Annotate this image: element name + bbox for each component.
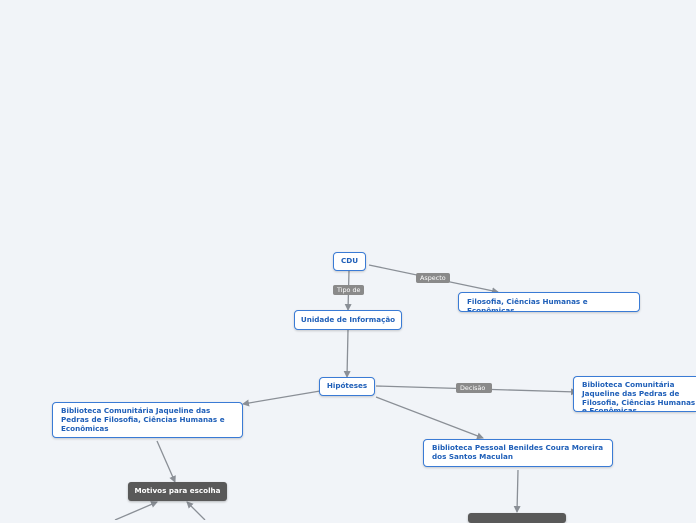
edge-hipoteses-jaqueline-left (242, 390, 321, 407)
node-jaqueline-right[interactable]: Biblioteca Comunitária Jaqueline das Ped… (573, 376, 696, 412)
edge-to-motivos-right (186, 501, 206, 520)
node-cdu[interactable]: CDU (333, 252, 366, 271)
node-bottom-partial[interactable] (468, 513, 566, 523)
edge-benildes-down (513, 469, 521, 513)
node-unidade-informacao[interactable]: Unidade de Informação (294, 310, 402, 330)
edge-to-motivos-left (114, 501, 158, 520)
node-jaqueline-left[interactable]: Biblioteca Comunitária Jaqueline das Ped… (52, 402, 243, 438)
node-hipoteses[interactable]: Hipóteses (319, 377, 375, 396)
edge-jaqueline-motivos (156, 440, 176, 483)
edge-label-decisao: Decisão (456, 383, 492, 393)
edge-unidade-hipoteses (343, 329, 351, 378)
edge-label-aspecto: Aspecto (416, 273, 450, 283)
node-motivos-escolha[interactable]: Motivos para escolha (128, 482, 227, 501)
node-benildes[interactable]: Biblioteca Pessoal Benildes Coura Moreir… (423, 439, 613, 467)
node-filosofia[interactable]: Filosofia, Ciências Humanas e Econômicas (458, 292, 640, 312)
edge-hipoteses-benildes (375, 396, 484, 440)
edge-label-tipo-de: Tipo de (333, 285, 365, 295)
